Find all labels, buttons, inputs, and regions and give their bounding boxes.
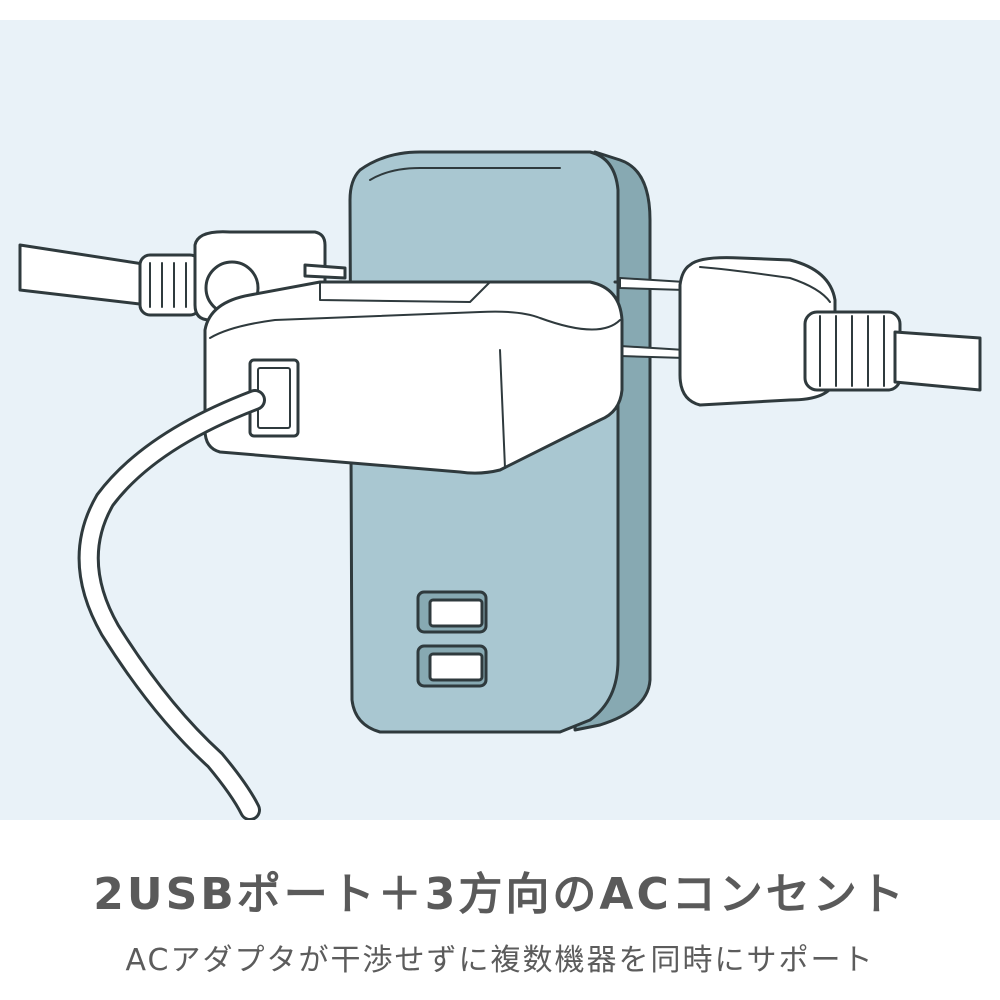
usb-cable <box>77 389 266 820</box>
power-tap-drawing <box>18 150 982 820</box>
right-plug <box>678 256 902 407</box>
usb-port-lower <box>416 644 488 688</box>
product-illustration <box>0 20 1000 820</box>
usb-port-upper <box>416 590 488 634</box>
subline: ACアダプタが干渉せずに複数機器を同時にサポート <box>125 943 875 978</box>
right-power-cord <box>893 330 982 392</box>
left-plug <box>138 230 347 322</box>
left-power-cord <box>18 243 152 307</box>
ac-adapter <box>203 280 624 475</box>
headline: 2USBポート＋3方向のACコンセント <box>93 869 907 920</box>
